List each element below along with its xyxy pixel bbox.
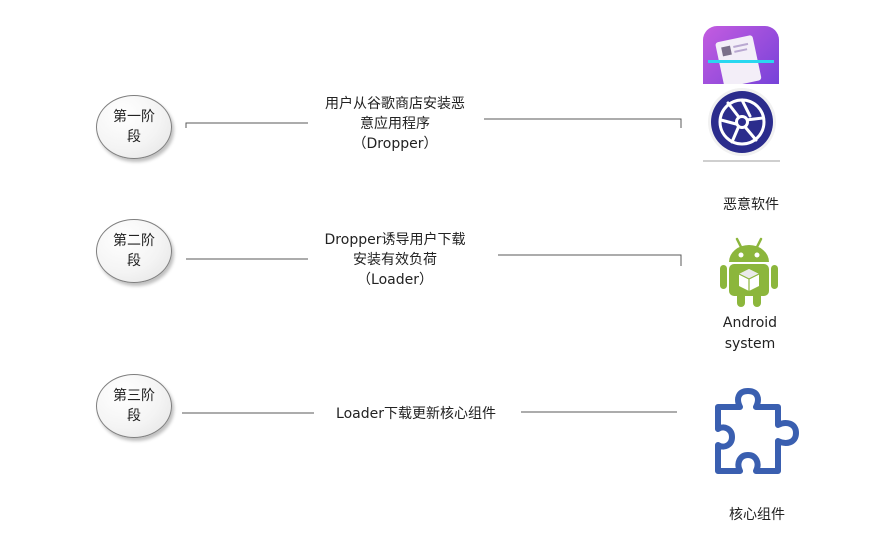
stage-3-description: Loader下载更新核心组件 xyxy=(336,406,496,422)
malware-label: 恶意软件 xyxy=(723,197,779,213)
core-label: 核心组件 xyxy=(729,507,785,523)
android-label: Android system xyxy=(722,315,778,352)
stage-1-label: 第一阶段 xyxy=(113,109,155,145)
stage-1-description: 用户从谷歌商店安装恶 意应用程序 （Dropper） xyxy=(325,96,465,152)
stage-3-circle: 第三阶段 xyxy=(96,374,172,438)
puzzle-piece-icon xyxy=(715,388,799,474)
stage-2-connector xyxy=(186,254,682,266)
stage-3-connector xyxy=(182,411,677,414)
stage-2-description: Dropper诱导用户下载 安装有效负荷 （Loader） xyxy=(324,232,466,288)
stage-1-connector xyxy=(185,118,682,128)
stage-1-circle: 第一阶段 xyxy=(96,95,172,159)
stage-2-circle: 第二阶段 xyxy=(96,219,172,283)
malware-app-icon xyxy=(703,26,781,162)
stage-2-label: 第二阶段 xyxy=(113,233,155,269)
android-robot-icon xyxy=(720,237,778,307)
stage-3-label: 第三阶段 xyxy=(113,388,155,424)
